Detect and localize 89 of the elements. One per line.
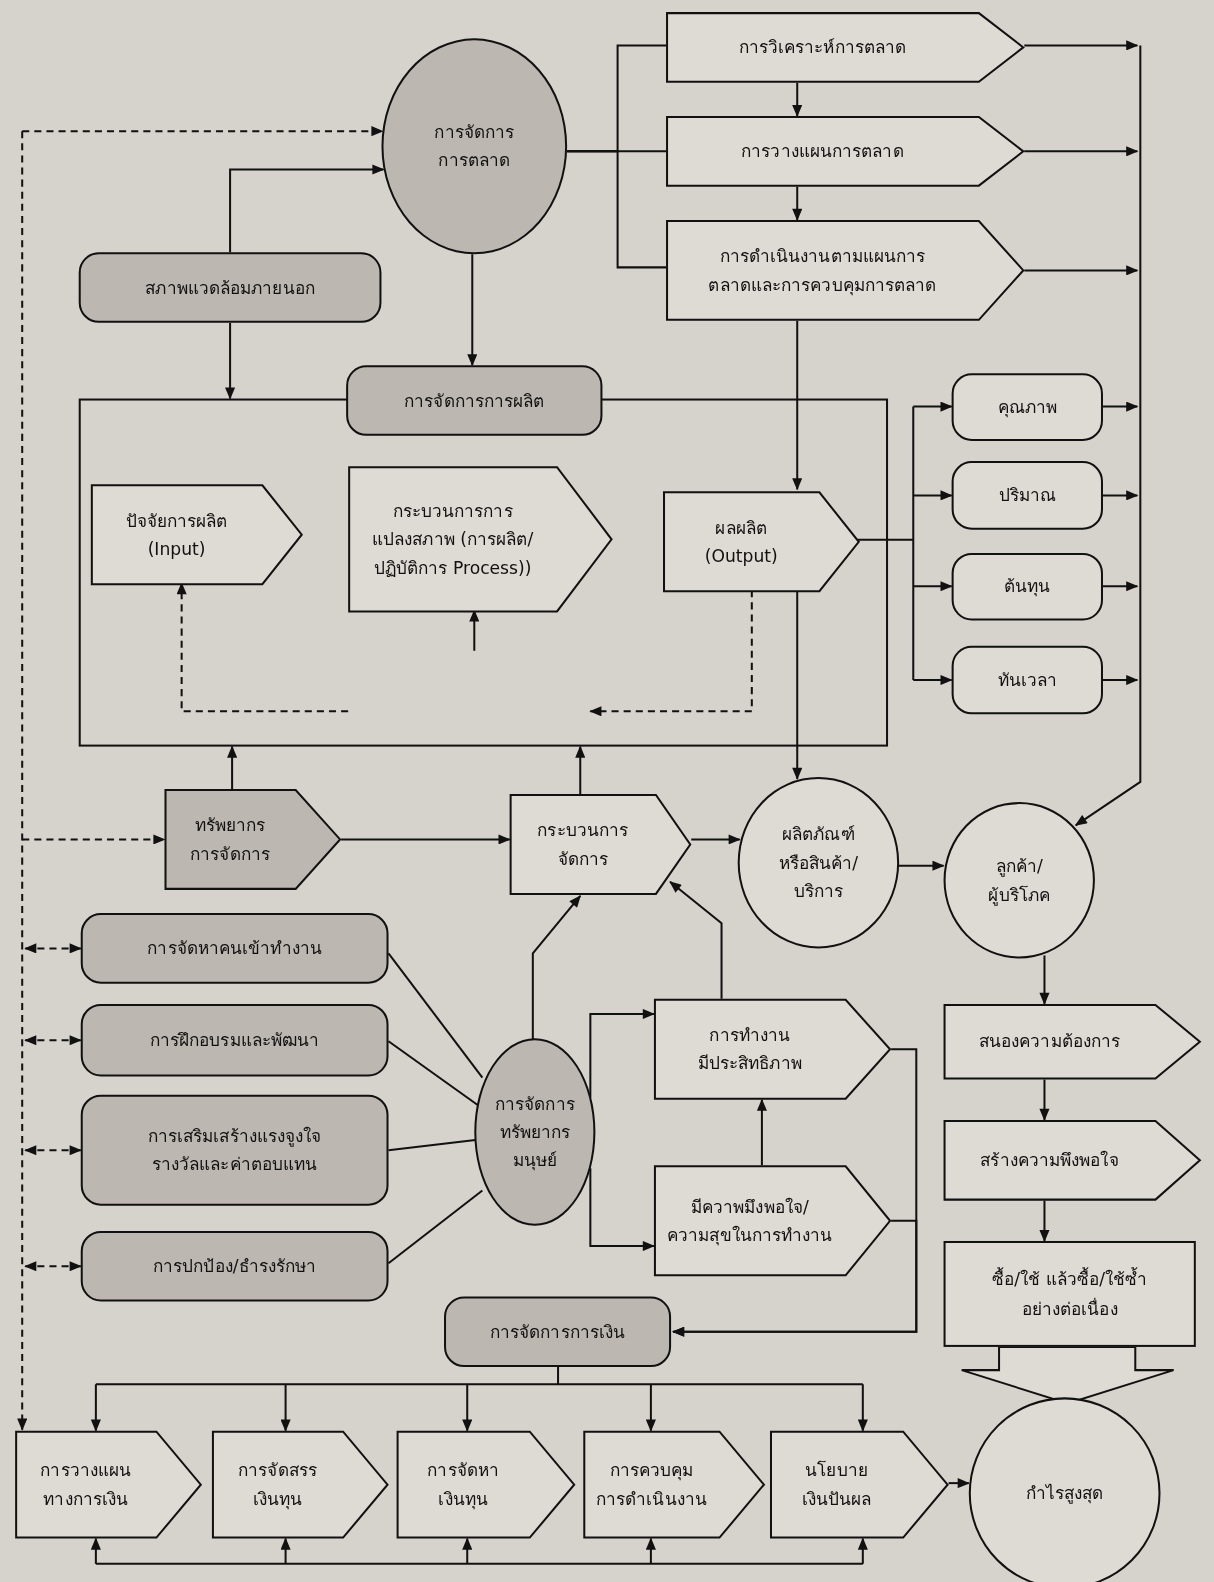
arrow xyxy=(792,320,803,491)
circle-node: กำไรสูงสุด xyxy=(968,1397,1161,1582)
arrow-box: การวางแผน ทางการเงิน xyxy=(15,1430,202,1539)
arrow xyxy=(1024,40,1139,51)
dashed-arrow xyxy=(24,943,82,954)
arrow-box: ปัจจัยการผลิต (Input) xyxy=(90,484,303,586)
rounded-box: ปริมาณ xyxy=(951,461,1103,530)
arrow xyxy=(1024,265,1139,276)
arrow xyxy=(1103,401,1139,412)
arrow xyxy=(227,745,238,789)
process-box: ซื้อ/ใช้ แล้วซื้อ/ใช้ซ้ำ อย่างต่อเนื่อง xyxy=(943,1241,1196,1347)
arrow xyxy=(575,745,586,795)
arrow xyxy=(467,254,478,367)
connector-line xyxy=(567,150,667,269)
arrow xyxy=(280,1384,291,1432)
connector-line xyxy=(95,1562,863,1565)
arrow-box: การควบคุม การดำเนินงาน xyxy=(583,1430,765,1539)
connector-line xyxy=(388,1139,476,1152)
dashed-arrow xyxy=(24,1261,82,1272)
arrow xyxy=(1039,1200,1050,1242)
arrow-box: สร้างความพึงพอใจ xyxy=(943,1119,1201,1201)
arrow-box: การทำงาน มีประสิทธิภาพ xyxy=(653,998,892,1100)
connector-line xyxy=(1074,45,1142,827)
rounded-box: คุณภาพ xyxy=(951,373,1103,441)
arrow xyxy=(1039,1079,1050,1121)
rounded-box: สภาพแวดล้อมภายนอก xyxy=(78,252,382,323)
arrow xyxy=(645,1537,656,1564)
arrow xyxy=(90,1537,101,1564)
arrow-box: การจัดสรร เงินทุน xyxy=(211,1430,389,1539)
arrow xyxy=(1024,146,1139,157)
arrow xyxy=(898,860,945,871)
arrow-box: กระบวนการการ แปลงสภาพ (การผลิต/ ปฏิบัติการ Process)) xyxy=(348,466,613,613)
rounded-box: การปกป้อง/ธำรงรักษา xyxy=(80,1230,389,1302)
connector-line xyxy=(387,1040,478,1106)
arrow xyxy=(1103,674,1139,686)
arrow-box: การวางแผนการตลาด xyxy=(666,116,1025,187)
rounded-box: ต้นทุน xyxy=(951,552,1103,621)
arrow xyxy=(913,490,953,501)
circle-node: ผลิตภัณฑ์ หรือสินค้า/ บริการ xyxy=(737,776,900,949)
rounded-box: ทันเวลา xyxy=(951,645,1103,715)
arrow xyxy=(280,1537,291,1564)
rounded-box: การจัดการการผลิต xyxy=(346,365,603,436)
arrow xyxy=(531,895,582,1040)
arrow-box: ผลผลิต (Output) xyxy=(663,491,860,593)
connector-line xyxy=(856,405,915,682)
arrow xyxy=(948,1478,970,1489)
arrow xyxy=(913,581,953,592)
rounded-box: การจัดการการเงิน xyxy=(444,1296,672,1368)
arrow xyxy=(1103,581,1139,592)
rounded-box: การฝึกอบรมและพัฒนา xyxy=(80,1003,389,1077)
circle-node: การจัดการ ทรัพยากร มนุษย์ xyxy=(474,1038,596,1226)
arrow xyxy=(341,834,511,845)
arrow xyxy=(691,834,741,845)
arrow xyxy=(589,1168,655,1252)
arrow xyxy=(462,1384,473,1432)
connector-line xyxy=(94,1366,864,1386)
dashed-arrow xyxy=(22,834,166,845)
arrow-box: การดำเนินงานตามแผนการ ตลาดและการควบคุมการตลาด xyxy=(666,219,1025,321)
arrow xyxy=(792,186,803,221)
arrow-box: การจัดหา เงินทุน xyxy=(396,1430,576,1539)
arrow xyxy=(1039,955,1050,1005)
arrow xyxy=(913,674,953,686)
rounded-box: การเสริมเสร้างแรงจูงใจ รางวัลและค่าตอบแทน xyxy=(80,1094,389,1206)
arrow-box: การวิเคราะห์การตลาด xyxy=(666,12,1025,83)
arrow xyxy=(90,1384,101,1432)
arrow xyxy=(225,322,236,400)
dashed-arrow xyxy=(24,1035,82,1046)
arrow xyxy=(792,82,803,118)
arrow-box: ทรัพยากร การจัดการ xyxy=(164,789,342,890)
arrow xyxy=(857,1537,868,1564)
arrow xyxy=(645,1384,656,1432)
arrow xyxy=(1103,490,1139,501)
arrow-box: สนองความต้องการ xyxy=(943,1003,1201,1080)
dashed-arrow xyxy=(24,1145,82,1156)
connector-line xyxy=(387,1189,483,1264)
arrow xyxy=(756,1098,767,1166)
rounded-box: การจัดหาคนเข้าทำงาน xyxy=(80,913,389,984)
circle-node: ลูกค้า/ ผู้บริโภค xyxy=(943,802,1095,959)
arrow-box: มีควาพมึงพอใจ/ ความสุขในการทำงาน xyxy=(653,1165,892,1277)
arrow xyxy=(462,1537,473,1564)
arrow xyxy=(672,1219,918,1337)
arrow-box: กระบวนการ จัดการ xyxy=(509,794,692,895)
arrow xyxy=(857,1384,868,1432)
connector-line xyxy=(387,952,484,1079)
arrow xyxy=(913,401,953,412)
circle-node: การจัดการ การตลาด xyxy=(381,38,568,255)
arrow xyxy=(669,881,723,999)
dashed-arrow xyxy=(17,131,28,1431)
arrow-box: นโยบาย เงินปันผล xyxy=(769,1430,949,1539)
